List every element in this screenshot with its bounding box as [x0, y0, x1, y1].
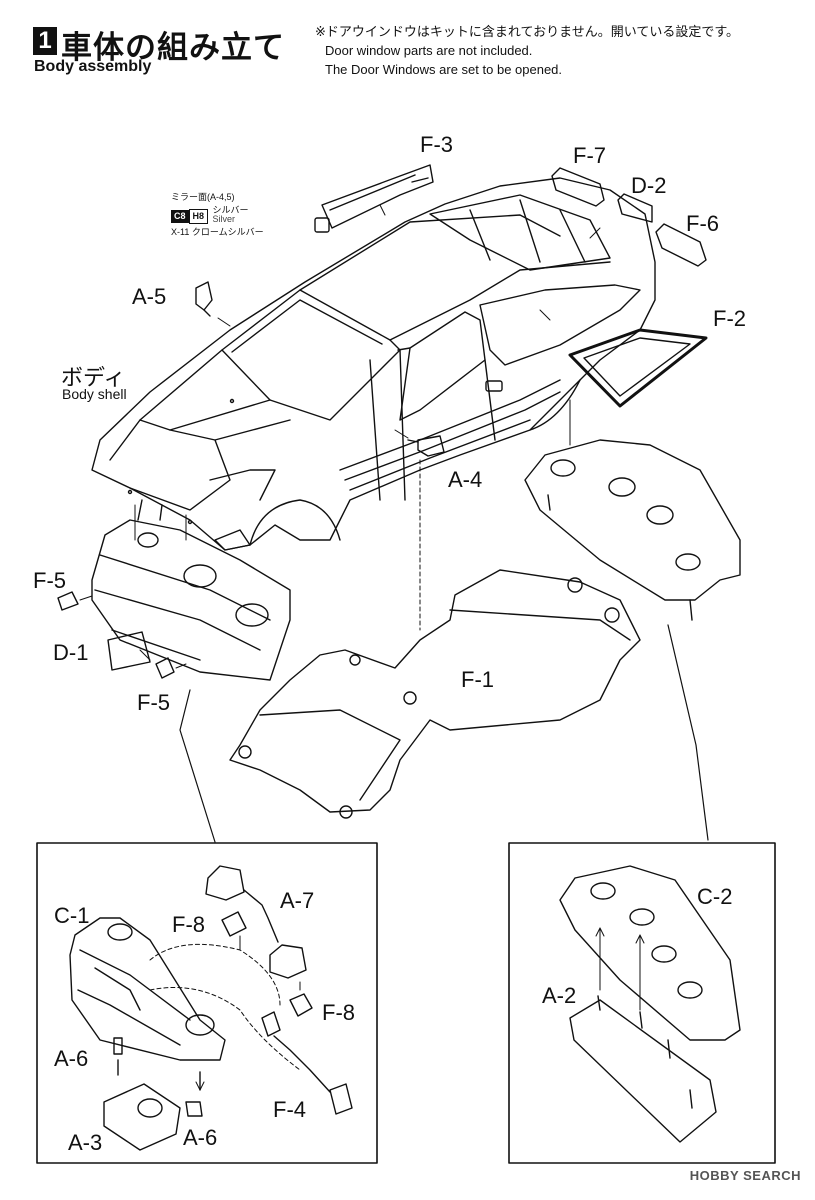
label-a5: A-5 — [132, 284, 167, 309]
detail-box-rear — [508, 842, 776, 1164]
label-f4: F-4 — [273, 1097, 306, 1122]
watermark: HOBBY SEARCH — [689, 1168, 801, 1183]
detail-box-front — [36, 842, 378, 1164]
part-f3-drawing — [314, 164, 434, 233]
paint-alt: X-11 クロームシルバー — [171, 227, 264, 238]
paint-color-ja: シルバー — [212, 205, 249, 215]
label-f5-top: F-5 — [33, 568, 66, 593]
step-title-ja: 車体の組み立て — [61, 30, 285, 66]
window-note-en-2: The Door Windows are set to be opened. — [325, 62, 563, 77]
body-shell-drawing — [91, 177, 656, 551]
part-a4-drawing — [407, 435, 445, 457]
paint-color-en: Silver — [212, 214, 235, 224]
label-a3: A-3 — [68, 1130, 103, 1155]
window-note-en-1: Door window parts are not included. — [325, 43, 533, 58]
label-f6: F-6 — [686, 211, 719, 236]
label-f2: F-2 — [713, 306, 746, 331]
paint-callout-title: ミラー面(A-4,5) — [171, 192, 235, 202]
label-d2: D-2 — [631, 173, 667, 198]
label-f3: F-3 — [420, 132, 453, 157]
label-f1: F-1 — [461, 667, 494, 692]
step-number-badge: 1 — [33, 27, 57, 55]
body-label-en: Body shell — [62, 386, 127, 402]
window-note-ja: ※ドアウインドウはキットに含まれておりません。開いている設定です。 — [315, 24, 740, 39]
label-f7: F-7 — [573, 143, 606, 168]
part-f2-drawing — [568, 328, 708, 408]
label-a7: A-7 — [280, 888, 315, 913]
label-c2: C-2 — [697, 884, 733, 909]
front-bumper-drawing — [91, 499, 291, 681]
label-a4: A-4 — [448, 467, 483, 492]
part-a5-drawing — [195, 281, 213, 317]
label-a2: A-2 — [542, 983, 577, 1008]
part-f7-drawing — [551, 167, 605, 207]
part-f5-bottom-drawing — [155, 657, 175, 679]
part-f5-top-drawing — [57, 591, 79, 611]
label-f5-bottom: F-5 — [137, 690, 170, 715]
paint-code-mr: C8 — [171, 210, 189, 224]
step-title-en: Body assembly — [34, 58, 152, 75]
label-a6-bottom: A-6 — [183, 1125, 218, 1150]
part-d2-drawing — [617, 193, 653, 223]
part-f1-drawing — [229, 569, 641, 819]
label-a6-left: A-6 — [54, 1046, 89, 1071]
front-detail-drawing — [69, 865, 353, 1151]
label-c1: C-1 — [54, 903, 90, 928]
label-d1: D-1 — [53, 640, 89, 665]
rear-detail-drawing — [559, 865, 741, 1143]
body-label-ja: ボディ — [61, 366, 126, 391]
label-f8-top: F-8 — [172, 912, 205, 937]
part-f6-drawing — [655, 223, 707, 267]
label-f8-bottom: F-8 — [322, 1000, 355, 1025]
paint-code-h: H8 — [188, 209, 209, 225]
part-d1-drawing — [107, 631, 151, 671]
rear-bumper-drawing — [524, 439, 741, 621]
